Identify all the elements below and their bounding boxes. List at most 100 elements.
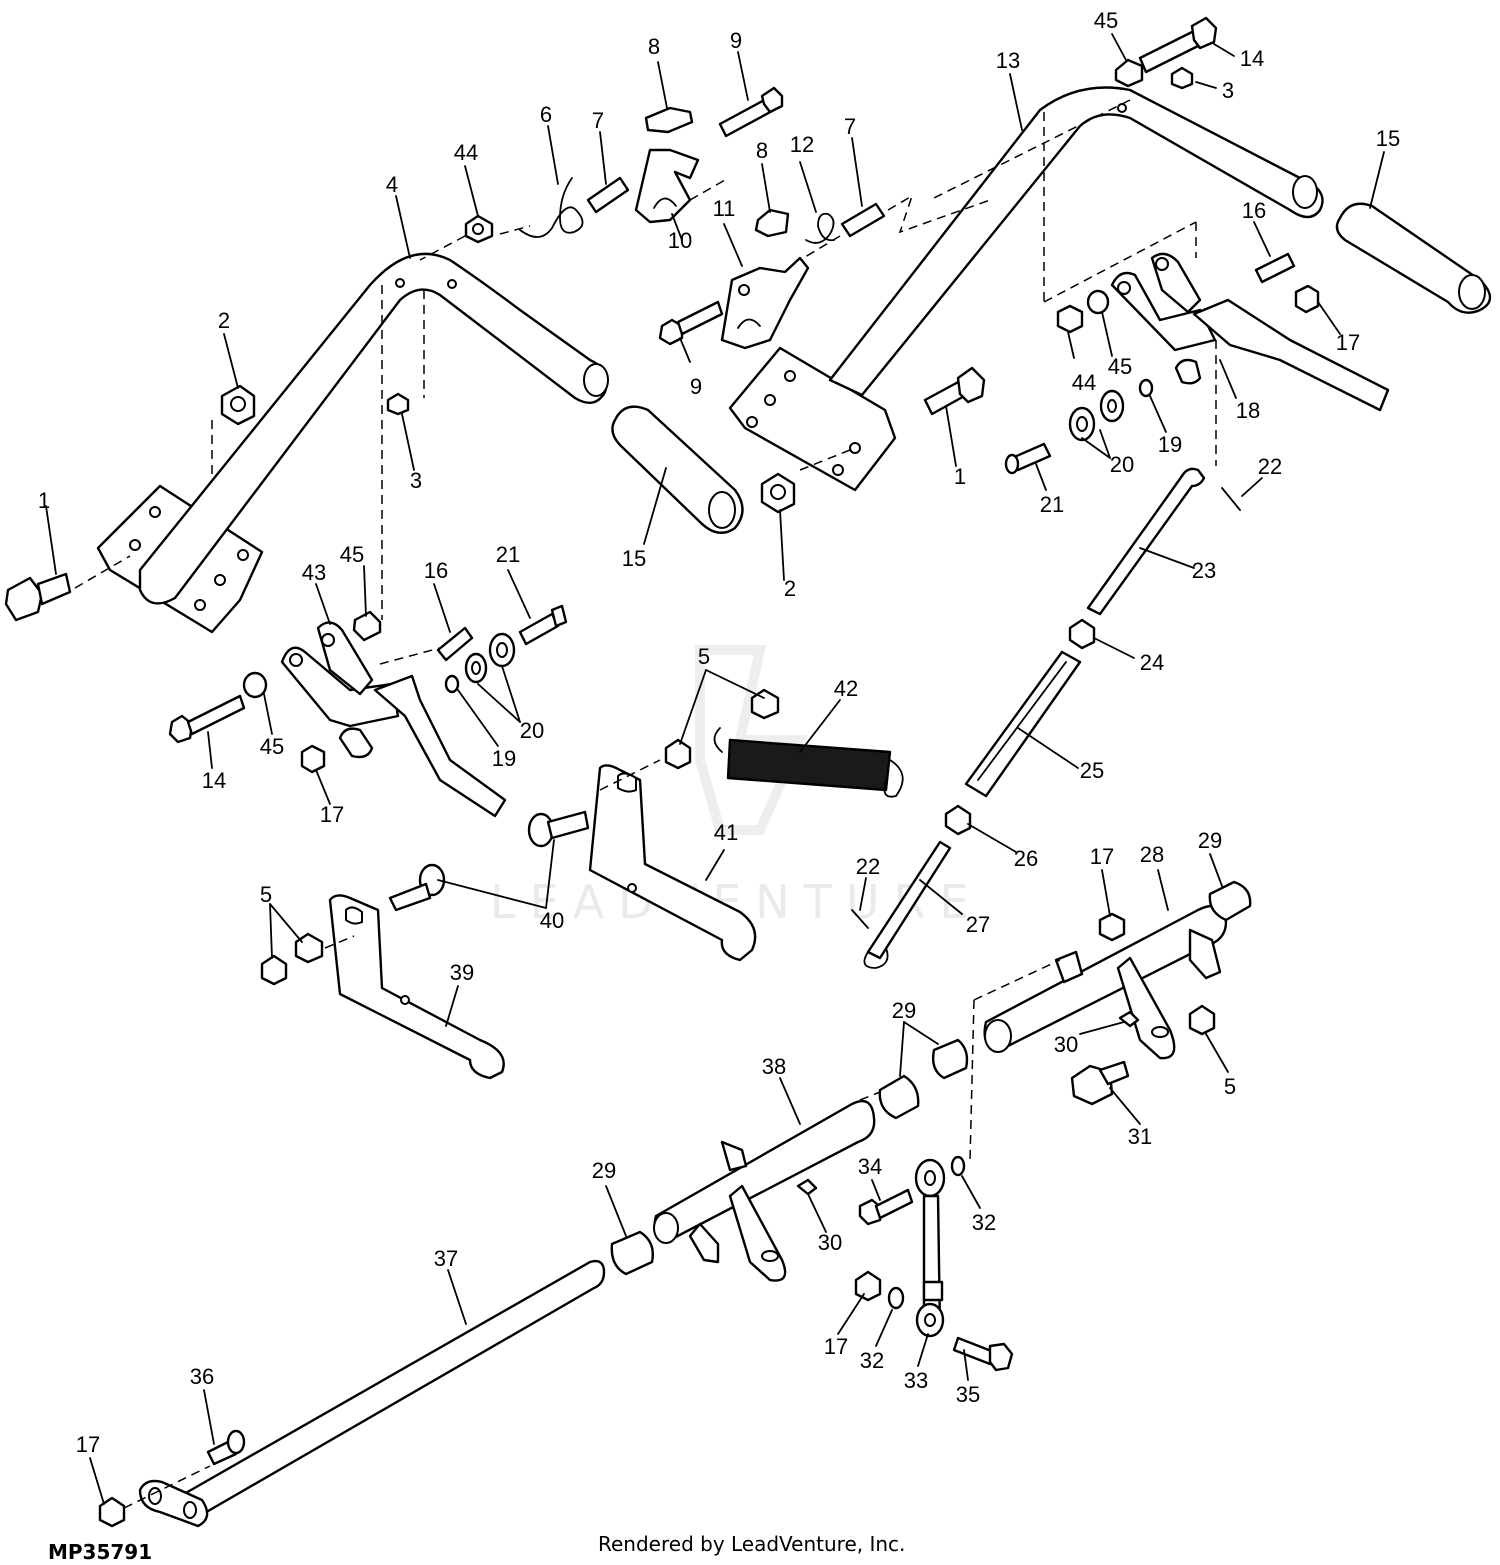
rod-27 xyxy=(863,840,952,969)
bolt-1-left xyxy=(4,572,72,622)
callout-21-right: 21 xyxy=(1040,492,1064,517)
callout-7-right: 7 xyxy=(844,114,856,139)
callout-14-left: 14 xyxy=(202,768,226,793)
nuts-5-left xyxy=(260,932,324,986)
callout-17-bottom-left: 17 xyxy=(76,1432,100,1457)
shaft-37 xyxy=(182,1259,606,1520)
pivot-bracket-43 xyxy=(280,621,400,759)
callout-1-left: 1 xyxy=(38,488,50,513)
nut-26 xyxy=(944,804,972,836)
callout-7-left: 7 xyxy=(592,108,604,133)
callout-24: 24 xyxy=(1140,650,1164,675)
callout-10: 10 xyxy=(668,228,692,253)
bolt-35 xyxy=(952,1336,1014,1372)
bolt-34 xyxy=(858,1188,914,1226)
callout-3-top: 3 xyxy=(1222,78,1234,103)
callout-29-right: 29 xyxy=(1198,828,1222,853)
washers-20-left xyxy=(464,632,516,684)
callout-8-top: 8 xyxy=(648,34,660,59)
lift-arm-right xyxy=(728,86,1324,492)
nut-17-lower-center xyxy=(854,1270,882,1302)
callout-39: 39 xyxy=(450,960,474,985)
bushing-45-left xyxy=(352,610,382,642)
callout-44-right: 44 xyxy=(1072,370,1096,395)
bolt-1-right xyxy=(923,366,986,416)
washer-19-left xyxy=(444,674,460,694)
callout-33: 33 xyxy=(904,1368,928,1393)
bolt-40-center xyxy=(527,810,590,848)
callout-32-top: 32 xyxy=(972,1210,996,1235)
drawing-code: MP35791 xyxy=(48,1540,153,1564)
bolt-21-left xyxy=(518,604,568,646)
nuts-5-center xyxy=(664,688,780,770)
pin-16-left xyxy=(436,626,474,662)
nut-44-top xyxy=(464,214,494,244)
callout-17-lower-center: 17 xyxy=(824,1334,848,1359)
spring-12 xyxy=(805,212,835,244)
bracket-41 xyxy=(588,764,757,962)
pad-8-mid xyxy=(754,208,790,238)
bushing-45-lower-left xyxy=(242,671,268,699)
bolt-9-top xyxy=(718,86,784,138)
callout-45-top: 45 xyxy=(1094,8,1118,33)
callout-11: 11 xyxy=(713,196,736,221)
callout-22-mid: 22 xyxy=(856,854,880,879)
screw-30-right xyxy=(1118,1010,1140,1028)
callout-16-left: 16 xyxy=(424,558,448,583)
callout-27: 27 xyxy=(966,912,990,937)
callout-20-left: 20 xyxy=(520,718,544,743)
spring-42 xyxy=(713,727,904,798)
latch-10 xyxy=(634,148,700,224)
callout-29-left: 29 xyxy=(592,1158,616,1183)
callout-8-mid: 8 xyxy=(756,138,768,163)
callout-5-left: 5 xyxy=(260,882,272,907)
callout-36: 36 xyxy=(190,1364,214,1389)
washer-32-bottom xyxy=(887,1286,905,1310)
turnbuckle-33 xyxy=(914,1158,946,1338)
callout-34: 34 xyxy=(858,1154,882,1179)
bushing-45-right xyxy=(1086,289,1110,315)
callout-3-left: 3 xyxy=(410,468,422,493)
callout-35: 35 xyxy=(956,1382,980,1407)
callout-9-top: 9 xyxy=(730,28,742,53)
callout-25: 25 xyxy=(1080,758,1104,783)
callout-45-right: 45 xyxy=(1108,354,1132,379)
spring-6 xyxy=(519,177,584,238)
callout-19-right: 19 xyxy=(1158,432,1182,457)
callout-29-center: 29 xyxy=(892,998,916,1023)
callout-45-left: 45 xyxy=(340,542,364,567)
callouts: 8 9 45 14 13 3 15 6 7 8 12 7 44 4 11 10 … xyxy=(38,8,1400,1457)
nut-17-lower-right xyxy=(1098,912,1126,942)
callout-23: 23 xyxy=(1192,558,1216,583)
callout-17-lower-right: 17 xyxy=(1090,844,1114,869)
cotter-pin-22-mid xyxy=(851,909,869,929)
pin-7-left xyxy=(586,176,630,214)
handle-grip-right xyxy=(1335,202,1492,314)
callout-19-left: 19 xyxy=(492,746,516,771)
bolt-40-left xyxy=(388,863,446,912)
callout-9-mid: 9 xyxy=(690,374,702,399)
callout-21-left: 21 xyxy=(496,542,520,567)
alignment-lines xyxy=(74,99,1217,1509)
washers-20-right xyxy=(1068,389,1125,442)
clevis-pin-21-right xyxy=(1004,442,1052,475)
callout-30-center: 30 xyxy=(818,1230,842,1255)
callout-28: 28 xyxy=(1140,842,1164,867)
callout-17-left: 17 xyxy=(320,802,344,827)
callout-32-bottom: 32 xyxy=(860,1348,884,1373)
bushing-45-top xyxy=(1114,58,1144,88)
callout-40: 40 xyxy=(540,908,564,933)
callout-4: 4 xyxy=(386,172,398,197)
callout-17-right: 17 xyxy=(1336,330,1360,355)
callout-20-right: 20 xyxy=(1110,452,1134,477)
callout-45-lower-left: 45 xyxy=(260,734,284,759)
callout-14-top: 14 xyxy=(1240,46,1264,71)
callout-43: 43 xyxy=(302,560,326,585)
pin-7-right xyxy=(840,202,886,238)
callout-12: 12 xyxy=(790,132,814,157)
handle-grip-left xyxy=(611,405,744,534)
turnbuckle-25 xyxy=(964,650,1082,798)
callout-6: 6 xyxy=(540,102,552,127)
screw-30-center xyxy=(796,1178,818,1196)
render-credit: Rendered by LeadVenture, Inc. xyxy=(598,1532,906,1556)
